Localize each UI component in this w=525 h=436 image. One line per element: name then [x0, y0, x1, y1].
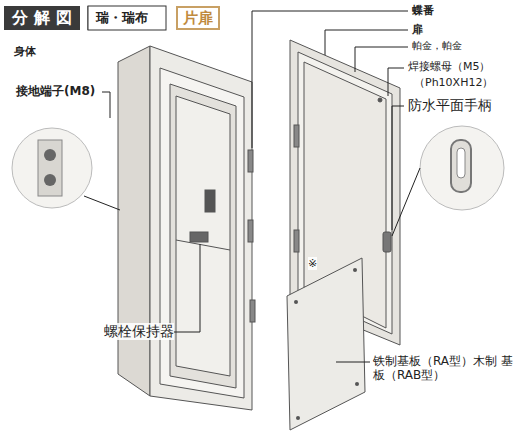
hinge-latch — [205, 190, 215, 212]
node-text: 片扉 — [183, 9, 213, 28]
leader-lines — [84, 11, 420, 362]
model-name: 瑞・瑞布 — [96, 10, 148, 26]
note-mark: ※ — [308, 257, 317, 270]
part-label: 防水平面手柄 — [408, 97, 492, 114]
handle-inset — [420, 126, 504, 210]
part-label: 身体 — [14, 45, 36, 58]
door-handle — [383, 232, 391, 252]
base-plate — [287, 258, 365, 430]
node-text: 分 解 図 — [12, 8, 71, 29]
header-box — [88, 6, 166, 30]
part-label: 帕金，帕金 — [412, 40, 462, 52]
part-label: 接地端子(M8) — [16, 84, 95, 98]
title-box: 分 解 図 — [4, 6, 80, 30]
part-label: 铁制基板（RA型）木制 基板（RAB型） — [373, 354, 521, 383]
part-label: （Ph10XH12） — [414, 76, 493, 89]
part-label: 扉 — [412, 23, 423, 36]
door-type-box: 片扉 — [176, 6, 220, 30]
terminal-inset — [12, 128, 92, 208]
bolt-holder — [190, 232, 208, 242]
enclosure-body — [118, 46, 255, 410]
hinge — [248, 150, 253, 172]
part-label: 焊接螺母（M5） — [408, 60, 491, 73]
part-label: 蝶番 — [412, 4, 434, 17]
part-label: 螺栓保持器 — [104, 323, 174, 340]
